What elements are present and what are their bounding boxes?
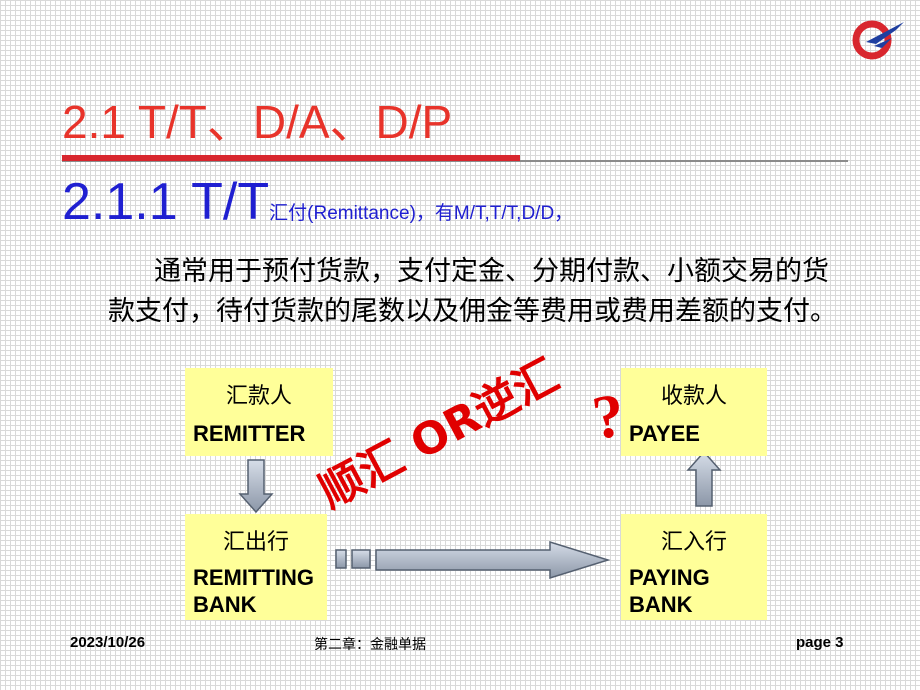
- remitting-bank-cn-label: 汇出行: [222, 530, 289, 555]
- remitter-cn-label: 汇款人: [225, 384, 292, 409]
- remitter-box: 汇款人 REMITTER: [185, 368, 333, 456]
- arrow-up: [686, 450, 722, 507]
- remitting-bank-en-line1: REMITTING: [193, 565, 314, 590]
- company-logo-icon: [852, 16, 906, 60]
- slide-title: 2.1 T/T、D/A、D/P: [62, 96, 453, 148]
- paying-bank-box: 汇入行 PAYING BANK: [621, 514, 767, 620]
- title-accent-bar: [62, 155, 520, 161]
- arrow-right: [375, 540, 611, 580]
- section-heading: 2.1.1 T/T汇付(Remittance)，有M/T,T/T,D/D，: [62, 172, 573, 232]
- footer-page-number: page 3: [796, 634, 844, 651]
- footer-chapter: 第二章：金融单据: [314, 637, 426, 653]
- paying-bank-cn-label: 汇入行: [660, 530, 727, 555]
- title-divider: [62, 160, 848, 162]
- arrow-right-tail-2: [351, 549, 371, 569]
- payee-box: 收款人 PAYEE: [621, 368, 767, 456]
- footer-date: 2023/10/26: [70, 634, 146, 651]
- body-paragraph: 通常用于预付货款，支付定金、分期付款、小额交易的货款支付，待付货款的尾数以及佣金…: [108, 256, 837, 327]
- remitting-bank-box: 汇出行 REMITTING BANK: [185, 514, 327, 620]
- paying-bank-en-line1: PAYING: [629, 565, 710, 590]
- arrow-down: [238, 459, 274, 514]
- payee-en-label: PAYEE: [629, 421, 700, 446]
- paying-bank-en-line2: BANK: [629, 592, 693, 617]
- remitting-bank-en-line2: BANK: [193, 592, 257, 617]
- section-heading-main: 2.1.1 T/T: [62, 173, 270, 231]
- payee-cn-label: 收款人: [660, 384, 727, 409]
- section-heading-note: 汇付(Remittance)，有M/T,T/T,D/D，: [269, 203, 574, 224]
- remitter-en-label: REMITTER: [193, 421, 306, 446]
- arrow-right-tail-1: [335, 549, 347, 569]
